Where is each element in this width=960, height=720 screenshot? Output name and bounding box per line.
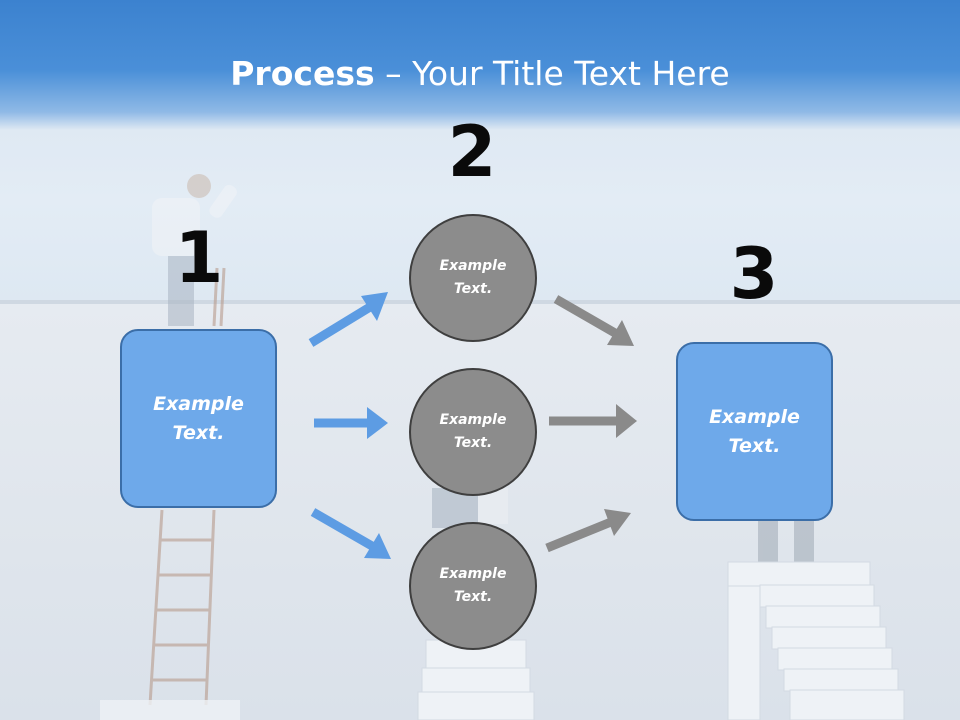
arrow-right-down-gray-icon [553,295,634,346]
step-2-circle-top-text: Example Text. [439,258,507,297]
step-2-circle-middle-text: Example Text. [439,412,507,451]
step-3-text: Example Text. [709,405,800,457]
arrow-right-up-gray-icon [545,509,631,553]
arrow-right-up-icon [308,292,388,347]
arrow-right-down-icon [310,508,391,559]
step-1-box[interactable]: Example Text. [120,329,277,508]
step-1-text: Example Text. [153,392,244,444]
slide-title: Process – Your Title Text Here [0,54,960,94]
step-number-1: 1 [174,217,224,299]
title-bold: Process [230,54,375,93]
step-3-box[interactable]: Example Text. [676,342,833,521]
title-rest: – Your Title Text Here [374,54,730,93]
step-2-circle-bottom-text: Example Text. [439,566,507,605]
step-2-circle-middle[interactable]: Example Text. [409,368,537,496]
step-number-3: 3 [729,233,779,315]
step-number-2: 2 [447,111,497,193]
step-2-circle-top[interactable]: Example Text. [409,214,537,342]
arrow-right-icon [314,407,388,439]
arrow-right-gray-icon [549,404,637,438]
step-2-circle-bottom[interactable]: Example Text. [409,522,537,650]
